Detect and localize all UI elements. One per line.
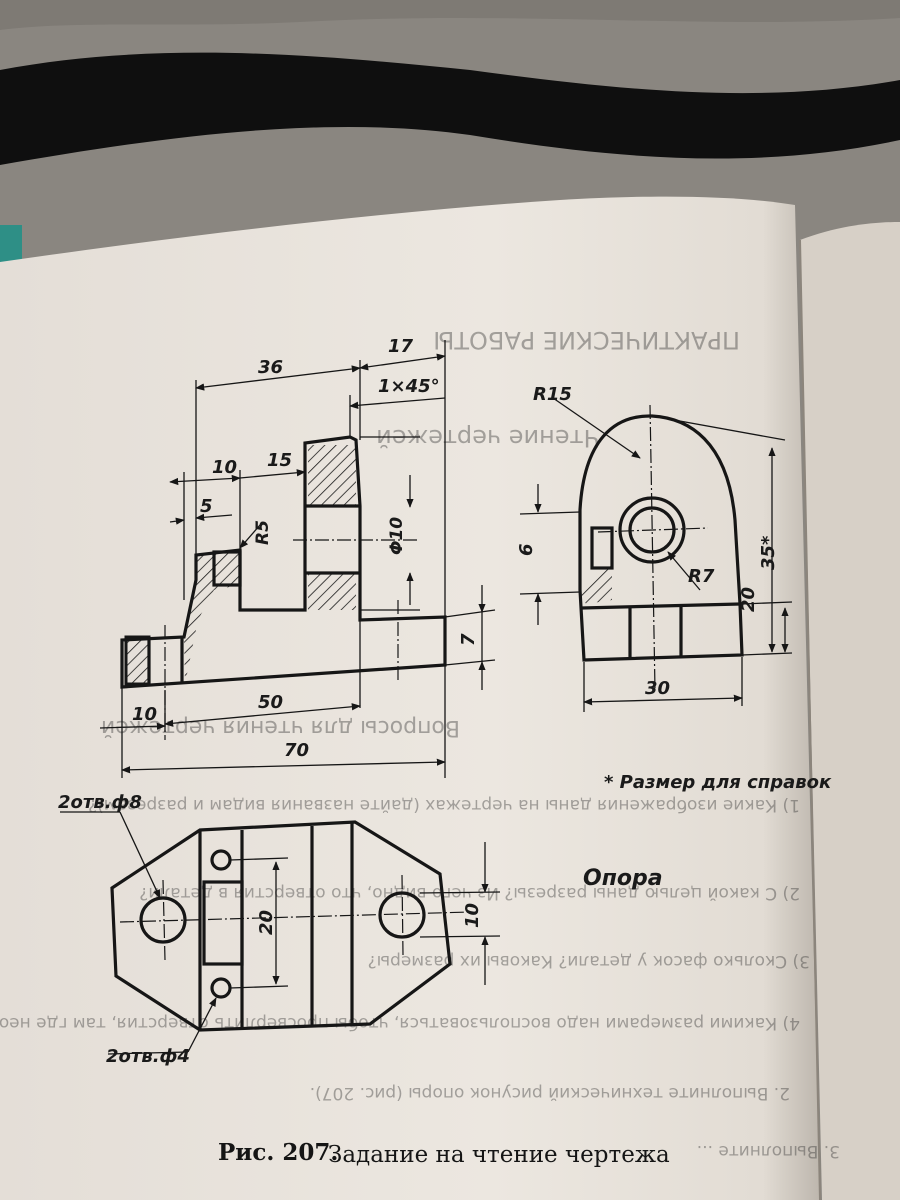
bleed-practical: ПРАКТИЧЕСКИЕ РАБОТЫ [433, 326, 740, 354]
dim-5: 5 [200, 496, 213, 517]
side-small-slot [590, 526, 614, 570]
dim-r5: R5 [253, 520, 273, 545]
front-view: 36 17 1×45° 10 15 5 R5 Φ10 7 50 10 70 [99, 336, 496, 778]
top-axis-right [401, 874, 404, 956]
side-hole-inner [628, 506, 676, 554]
bleed-reading: Чтение чертежей [376, 424, 600, 452]
bleed-through-text: ПРАКТИЧЕСКИЕ РАБОТЫ Чтение чертежей Вопр… [0, 326, 840, 1161]
bleed-q4: 4) Какими размерами надо воспользоваться… [0, 1013, 800, 1033]
side-hatch [580, 566, 612, 604]
top-dimension-lines [60, 811, 489, 1055]
side-base-slots [628, 606, 683, 657]
side-dimension-lines [534, 397, 789, 706]
dim-7: 7 [458, 633, 479, 646]
bleed-q3: 3) Сколько фасок у детали? Каковы их раз… [368, 951, 810, 971]
dim-15: 15 [267, 450, 292, 471]
top-view: 2отв.ф8 2отв.ф4 20 10 [58, 792, 501, 1067]
label-2holes-4: 2отв.ф4 [106, 1046, 190, 1067]
dim-10-top: 10 [212, 457, 237, 478]
figure-caption: Рис. 207. Задание на чтение чертежа [218, 1139, 670, 1168]
bleed-t2: 2. Выполните технический рисунок опоры (… [310, 1083, 790, 1103]
front-extension-lines [121, 340, 496, 778]
side-axis-horizontal [597, 527, 709, 533]
reference-note: * Размер для справок [604, 772, 832, 793]
dim-10-top-view: 10 [462, 903, 483, 928]
hatch-top-block [308, 445, 356, 507]
dim-30: 30 [645, 678, 670, 699]
dim-phi10: Φ10 [387, 517, 407, 555]
dim-10-bottom: 10 [132, 704, 157, 725]
dim-17: 17 [388, 336, 414, 357]
dim-r15: R15 [533, 384, 572, 405]
label-2holes-8: 2отв.ф8 [58, 792, 142, 813]
front-block-inner [305, 504, 360, 575]
dim-70: 70 [284, 740, 309, 761]
top-outline [110, 820, 452, 1032]
caption-text: Задание на чтение чертежа [328, 1142, 670, 1168]
top-center-slot [202, 880, 244, 966]
top-axis-horizontal [119, 911, 471, 923]
hatch-left-base [124, 635, 151, 686]
bleed-q1: 1) Какие изображения даны на чертежах (д… [88, 795, 800, 815]
dim-35: 35* [758, 535, 779, 570]
side-base-line [581, 602, 741, 610]
front-hole-left [147, 637, 184, 684]
dim-r7: R7 [688, 566, 715, 587]
hatch-mid-block [308, 573, 356, 610]
caption-number: Рис. 207. [218, 1139, 338, 1166]
dim-20-top: 20 [256, 910, 277, 935]
front-small-window [212, 550, 242, 587]
bleed-t3: 3. Выполните ... [697, 1141, 840, 1161]
dim-6: 6 [516, 543, 537, 556]
front-dimension-lines [99, 353, 486, 774]
dim-50: 50 [258, 692, 283, 713]
front-outline [120, 435, 447, 689]
dim-36: 36 [258, 357, 283, 378]
top-axis-left [162, 879, 166, 961]
dim-20-side: 20 [738, 587, 759, 612]
dim-chamfer: 1×45° [378, 376, 440, 397]
side-axis-vertical [649, 404, 656, 691]
teal-corner [0, 225, 22, 265]
part-name: Опора [583, 866, 663, 891]
side-view: R15 6 R7 20 35* 30 [516, 384, 793, 712]
side-extension-lines [519, 415, 793, 712]
